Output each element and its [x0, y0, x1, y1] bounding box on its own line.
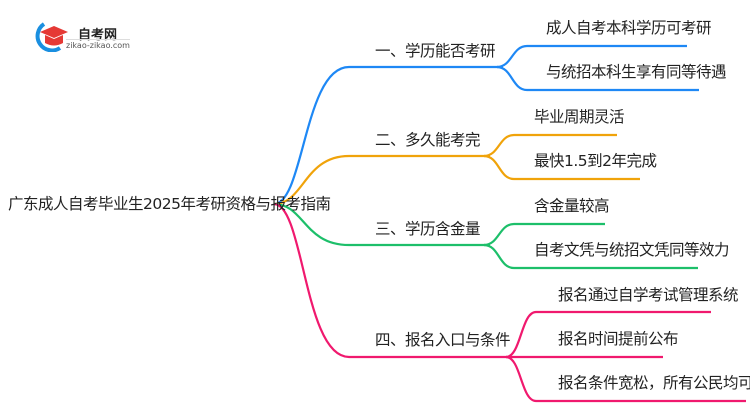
branch-3-label: 三、学历含金量: [375, 220, 481, 238]
branch-2-child-1: 毕业周期灵活: [534, 108, 625, 126]
branch-1-label: 一、学历能否考研: [375, 42, 496, 60]
branch-3-child-2: 自考文凭与统招文凭同等效力: [534, 241, 730, 259]
branch-4-child-2: 报名时间提前公布: [558, 330, 679, 348]
branch-3-line: [273, 202, 490, 247]
branch-3-child-1: 含金量较高: [534, 197, 610, 215]
branch-1-child-1: 成人自考本科学历可考研: [546, 19, 712, 37]
branch-2-line: [273, 154, 490, 206]
branch-2-child-2-line: [483, 154, 640, 181]
graduation-cap-logo-icon: [35, 22, 68, 52]
branch-1-child-2-line: [496, 65, 699, 92]
branch-3-child-1-line: [483, 222, 605, 247]
branch-1-line: [273, 65, 503, 206]
branch-4-label: 四、报名入口与条件: [375, 331, 511, 349]
branch-4-child-3-line: [505, 355, 746, 403]
branch-4-child-1: 报名通过自学考试管理系统: [558, 286, 739, 304]
branch-2-child-2: 最快1.5到2年完成: [534, 152, 657, 170]
logo-url: zikao-zikao.com: [66, 39, 130, 50]
branch-4-line: [273, 202, 512, 359]
branch-3-child-2-line: [483, 243, 698, 270]
branch-1-child-1-line: [496, 44, 687, 69]
branch-4-child-3: 报名条件宽松，所有公民均可报名: [558, 374, 750, 392]
branch-1-child-2: 与统招本科生享有同等待遇: [546, 63, 727, 81]
branch-2-child-1-line: [483, 133, 617, 158]
branch-4-child-1-line: [505, 310, 711, 359]
root-topic: 广东成人自考毕业生2025年考研资格与报考指南: [8, 195, 331, 213]
branch-2-label: 二、多久能考完: [375, 131, 481, 149]
